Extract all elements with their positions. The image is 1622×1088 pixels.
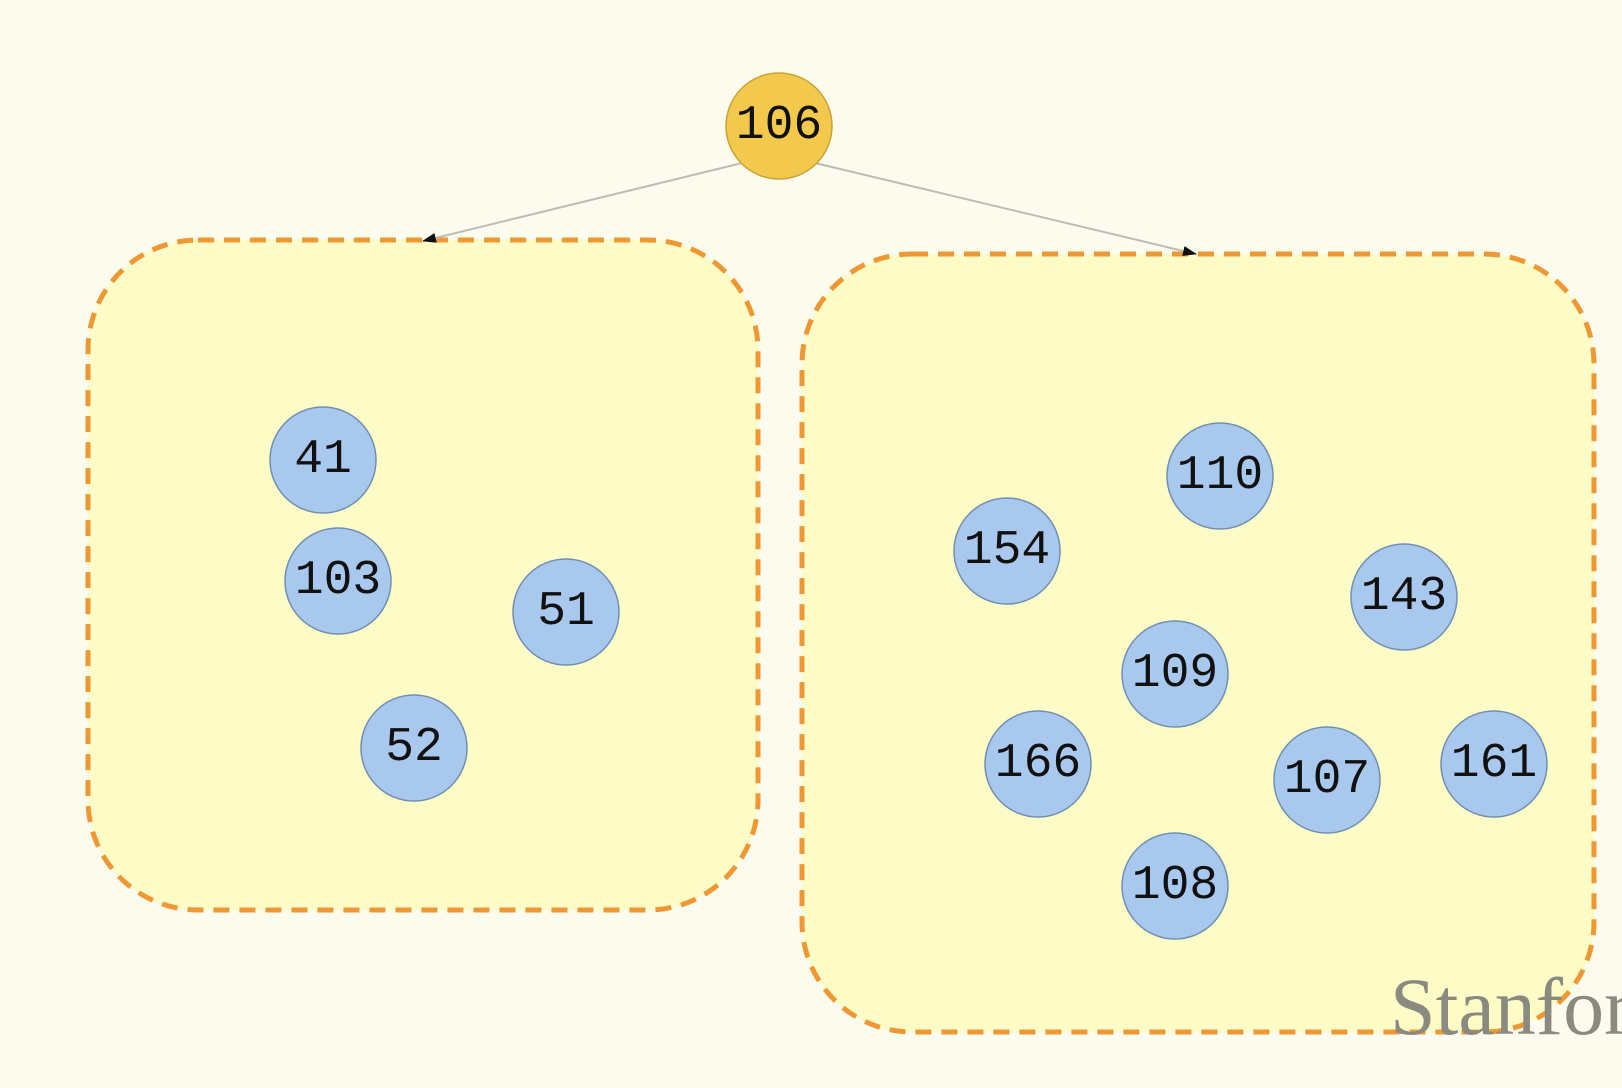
right-node: 108 xyxy=(1121,832,1229,940)
right-node-label: 161 xyxy=(1451,737,1537,791)
left-node-label: 51 xyxy=(537,585,595,639)
right-node-label: 143 xyxy=(1361,570,1447,624)
left-cluster-box xyxy=(85,237,761,913)
right-node: 109 xyxy=(1121,620,1229,728)
root-node: 106 xyxy=(725,72,833,180)
right-node-label: 154 xyxy=(964,524,1050,578)
left-node-label: 52 xyxy=(385,721,443,775)
right-node: 110 xyxy=(1166,422,1274,530)
right-node: 154 xyxy=(953,497,1061,605)
left-node: 41 xyxy=(269,406,377,514)
right-node-label: 109 xyxy=(1132,647,1218,701)
left-node: 103 xyxy=(284,527,392,635)
root-node-label: 106 xyxy=(736,99,822,153)
edge-root-right xyxy=(814,162,1197,256)
left-node: 52 xyxy=(360,694,468,802)
right-node-label: 107 xyxy=(1284,753,1370,807)
left-node-label: 41 xyxy=(294,433,352,487)
right-node-label: 110 xyxy=(1177,449,1263,503)
right-node: 166 xyxy=(984,710,1092,818)
right-node: 143 xyxy=(1350,543,1458,651)
left-node: 51 xyxy=(512,558,620,666)
right-node-label: 108 xyxy=(1132,859,1218,913)
edge-root-left xyxy=(422,162,743,243)
right-node-label: 166 xyxy=(995,737,1081,791)
right-node: 107 xyxy=(1273,726,1381,834)
right-node: 161 xyxy=(1440,710,1548,818)
watermark-text: Stanfor xyxy=(1390,961,1622,1052)
left-node-label: 103 xyxy=(295,554,381,608)
